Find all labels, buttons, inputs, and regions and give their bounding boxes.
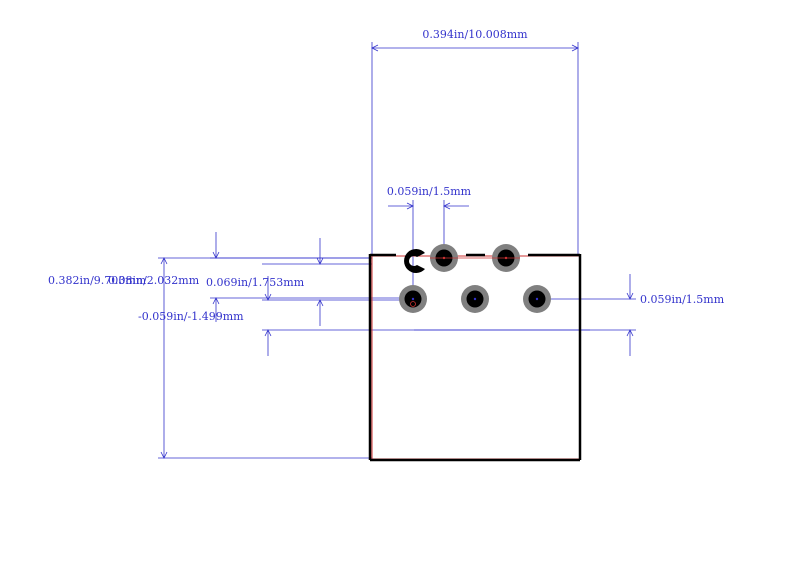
offset-c-dimension: -0.059in/-1.499mm	[138, 310, 590, 356]
offset-b-dimension: 0.069in/1.753mm	[206, 238, 413, 326]
right-spacing-dimension: 0.059in/1.5mm	[414, 274, 725, 356]
right-spacing-label: 0.059in/1.5mm	[640, 293, 725, 306]
offset-a-dimension: 0.08in/2.032mm	[108, 232, 413, 322]
top-width-dimension: 0.394in/10.008mm	[371, 28, 579, 256]
offset-c-label: -0.059in/-1.499mm	[138, 310, 244, 323]
top-width-label: 0.394in/10.008mm	[422, 28, 528, 41]
pad-bottom-3	[523, 285, 551, 313]
pin1-marker-icon	[404, 248, 425, 273]
left-height-label: 0.382in/9.703mm	[48, 274, 147, 287]
offset-b-label: 0.069in/1.753mm	[206, 276, 305, 289]
pin-pitch-label: 0.059in/1.5mm	[387, 185, 472, 198]
left-height-dimension: 0.382in/9.703mm	[48, 257, 372, 459]
pin-pitch-dimension: 0.059in/1.5mm	[387, 185, 472, 300]
pad-bottom-1	[399, 285, 427, 313]
package-outline	[368, 253, 582, 462]
origin-marker	[410, 301, 416, 307]
pad-bottom-2	[461, 285, 489, 313]
offset-a-label: 0.08in/2.032mm	[108, 274, 200, 287]
